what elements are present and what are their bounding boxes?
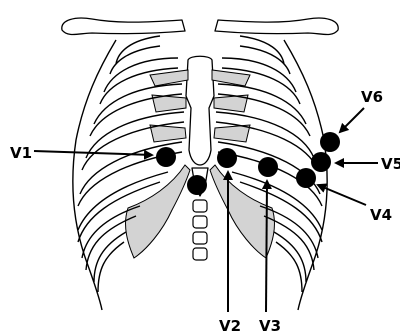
sternum [186,56,214,165]
right-costal-cartilage [210,165,274,258]
label-v4: V4 [370,206,392,224]
label-v2: V2 [219,317,241,334]
electrode-midline [187,175,207,195]
electrode-v3 [258,157,278,177]
rib-cage-illustration [62,18,338,310]
label-v5: V5 [381,155,400,173]
label-v1: V1 [10,144,32,162]
left-clavicle [62,18,185,35]
left-costal-cartilage [126,165,190,258]
spine [193,200,207,260]
right-clavicle [215,18,338,35]
electrode-v2 [217,148,237,168]
label-v6: V6 [361,88,383,106]
right-upper-cartilage [212,70,250,142]
arrow-v4 [318,185,366,205]
electrode-v5 [311,152,331,172]
arrow-v3 [266,181,267,312]
electrode-v6 [320,132,340,152]
arrow-v6 [340,108,364,132]
label-v3: V3 [259,317,281,334]
electrode-v1 [156,147,176,167]
electrode-v4 [296,168,316,188]
left-upper-cartilage [150,70,188,142]
